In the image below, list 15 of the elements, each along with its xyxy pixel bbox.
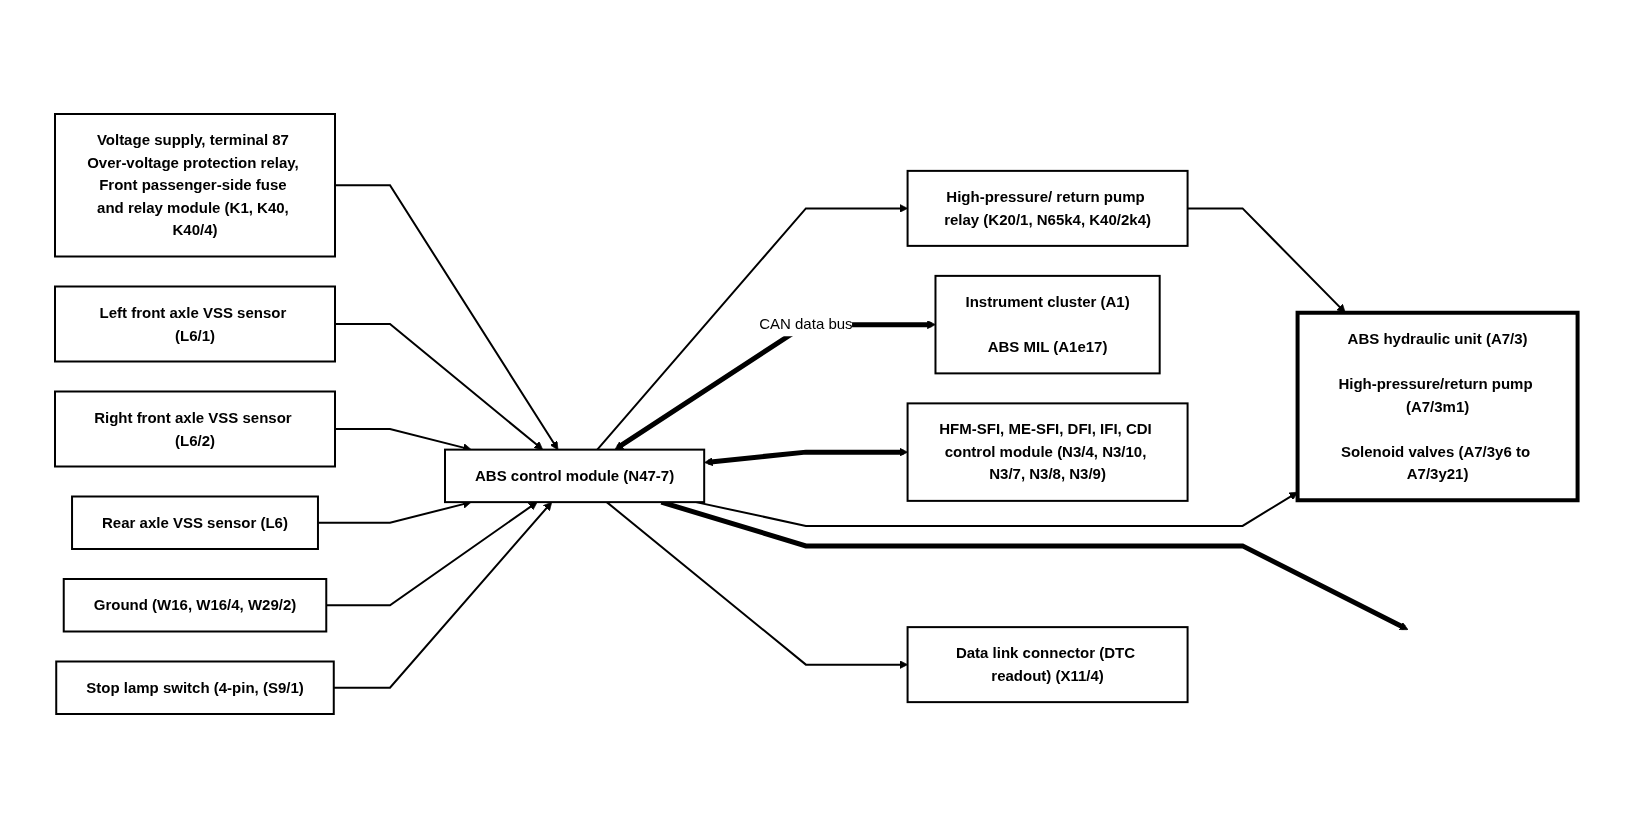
node-box — [53, 113, 336, 258]
node-box — [62, 578, 327, 633]
node-box — [906, 402, 1189, 502]
node-box — [1295, 310, 1580, 503]
node-box — [443, 448, 705, 504]
node-box — [934, 274, 1161, 375]
node-box — [906, 169, 1189, 247]
node-box — [906, 626, 1189, 704]
node-box — [53, 390, 336, 468]
arrow — [703, 447, 908, 467]
arrow — [605, 501, 908, 670]
node-box — [53, 285, 336, 363]
node-box — [70, 495, 319, 550]
arrow — [596, 204, 908, 451]
node-box — [54, 660, 335, 715]
